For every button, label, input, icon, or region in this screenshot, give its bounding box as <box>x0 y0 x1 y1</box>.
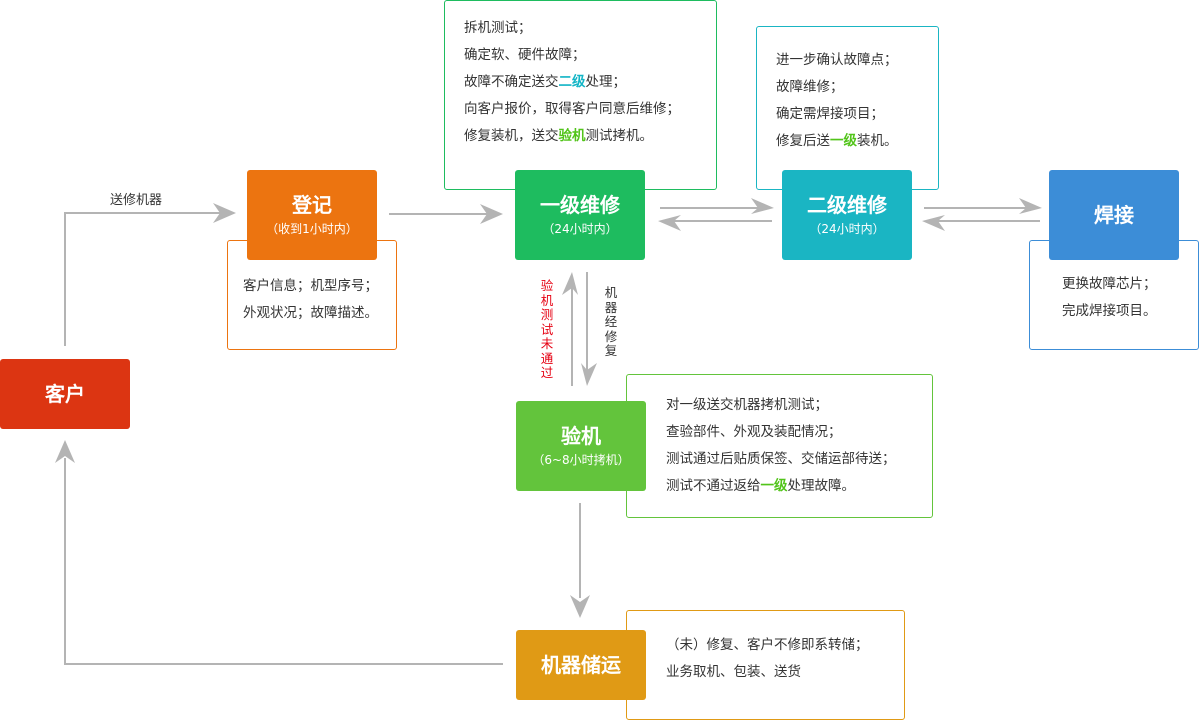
node-customer-title: 客户 <box>45 382 85 406</box>
node-inspect-subtitle: （6~8小时拷机） <box>532 453 630 467</box>
label-repaired: 机器经修复 <box>604 285 618 358</box>
node-weld: 焊接 <box>1049 170 1179 260</box>
note-level1: 拆机测试； 确定软、硬件故障； 故障不确定送交二级处理； 向客户报价，取得客户同… <box>444 0 717 190</box>
node-register-subtitle: （收到1小时内） <box>266 222 358 236</box>
note-storage-line-1: （未）修复、客户不修即系转储； <box>666 637 869 653</box>
node-level2: 二级维修 （24小时内） <box>782 170 912 260</box>
label-test-failed: 验机测试未通过 <box>540 278 554 380</box>
note-level1-line-1: 拆机测试； <box>464 20 532 36</box>
note-inspect: 对一级送交机器拷机测试； 查验部件、外观及装配情况； 测试通过后贴质保签、交储运… <box>626 374 933 518</box>
node-storage-title: 机器储运 <box>541 653 621 677</box>
note-inspect-line-4: 测试不通过返给一级处理故障。 <box>666 478 855 494</box>
node-customer: 客户 <box>0 359 130 429</box>
arrowhead-weld <box>1019 198 1042 214</box>
note-inspect-line-1: 对一级送交机器拷机测试； <box>666 397 828 413</box>
connector-customer-to-register <box>64 212 226 346</box>
node-level2-subtitle: （24小时内） <box>809 222 885 236</box>
arrowhead-level2-back <box>922 215 945 231</box>
note-level2-line-3: 确定需焊接项目； <box>776 106 884 122</box>
note-level2-line-2: 故障维修； <box>776 79 844 95</box>
arrowhead-customer <box>55 440 75 463</box>
node-register-title: 登记 <box>292 193 332 217</box>
node-register: 登记 （收到1小时内） <box>247 170 377 260</box>
node-weld-title: 焊接 <box>1094 203 1134 227</box>
node-inspect-title: 验机 <box>561 424 601 448</box>
node-level1-subtitle: （24小时内） <box>542 222 618 236</box>
node-level2-title: 二级维修 <box>807 193 887 217</box>
arrowhead-level1 <box>480 204 503 224</box>
arrowhead-level1-back <box>658 215 681 231</box>
note-level1-line-5: 修复装机，送交验机测试拷机。 <box>464 128 653 144</box>
note-inspect-line-2: 查验部件、外观及装配情况； <box>666 424 842 440</box>
node-level1: 一级维修 （24小时内） <box>515 170 645 260</box>
note-level1-line-2: 确定软、硬件故障； <box>464 47 586 63</box>
label-send-repair: 送修机器 <box>110 193 163 208</box>
note-register-line-2: 外观状况；故障描述。 <box>243 305 378 321</box>
connector-storage-to-customer <box>64 458 503 665</box>
node-inspect: 验机 （6~8小时拷机） <box>516 401 646 491</box>
arrowhead-register <box>213 203 236 223</box>
note-register-line-1: 客户信息；机型序号； <box>243 278 378 294</box>
note-level1-line-4: 向客户报价，取得客户同意后维修； <box>464 101 680 117</box>
note-level1-line-3: 故障不确定送交二级处理； <box>464 74 626 90</box>
note-level2-line-1: 进一步确认故障点； <box>776 52 898 68</box>
node-level1-title: 一级维修 <box>540 193 620 217</box>
note-level2: 进一步确认故障点； 故障维修； 确定需焊接项目； 修复后送一级装机。 <box>756 26 939 190</box>
note-level2-line-4: 修复后送一级装机。 <box>776 133 898 149</box>
node-storage: 机器储运 <box>516 630 646 700</box>
note-inspect-line-3: 测试通过后贴质保签、交储运部待送； <box>666 451 896 467</box>
arrowhead-up-level1 <box>562 272 578 295</box>
note-weld-line-1: 更换故障芯片； <box>1062 276 1157 292</box>
arrowhead-down-inspect <box>581 363 597 386</box>
note-weld-line-2: 完成焊接项目。 <box>1062 303 1157 319</box>
arrowhead-level2 <box>751 198 774 214</box>
arrowhead-storage <box>570 595 590 618</box>
note-storage: （未）修复、客户不修即系转储； 业务取机、包装、送货 <box>626 610 905 720</box>
note-storage-line-2: 业务取机、包装、送货 <box>666 664 801 680</box>
